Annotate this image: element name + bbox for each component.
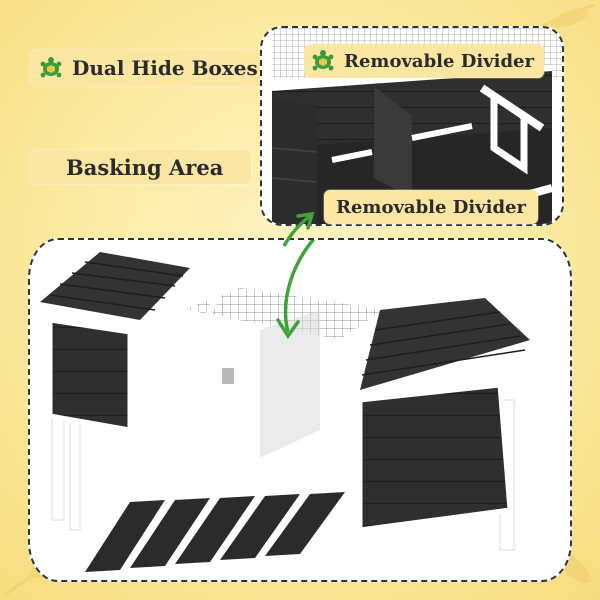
removable-divider-text-bottom: Removable Divider xyxy=(336,196,526,218)
turtle-icon xyxy=(40,57,62,78)
basking-area-label: Basking Area xyxy=(30,150,252,184)
turtle-habitat-illustration xyxy=(40,240,530,572)
turtle-habitat-product-frame xyxy=(28,238,572,582)
basking-area-text: Basking Area xyxy=(66,154,224,180)
removable-divider-label-top: Removable Divider xyxy=(304,44,544,78)
double-arrow-icon xyxy=(276,240,316,340)
dual-hide-boxes-text: Dual Hide Boxes xyxy=(72,56,258,80)
arrow-head-icon xyxy=(282,211,315,247)
turtle-icon xyxy=(312,50,334,71)
removable-divider-text-top: Removable Divider xyxy=(344,50,534,72)
dual-hide-boxes-label: Dual Hide Boxes xyxy=(30,50,270,86)
removable-divider-label-bottom: Removable Divider xyxy=(324,190,538,224)
